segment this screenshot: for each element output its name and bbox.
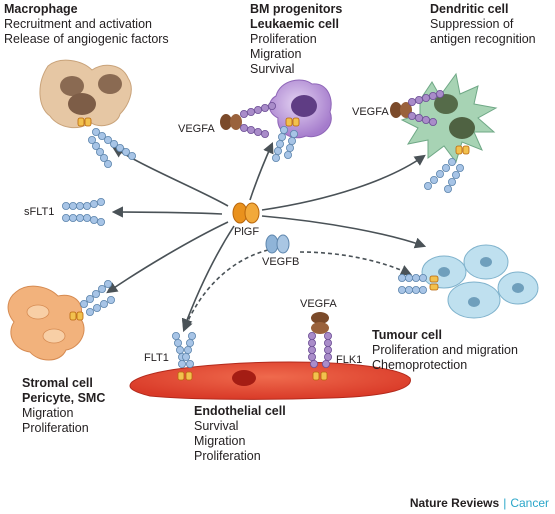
bm-title1: BM progenitors [250, 2, 343, 16]
tumour-line1: Proliferation and migration [372, 343, 518, 357]
arrow-to-sflt1 [111, 206, 223, 218]
macrophage-line1: Recruitment and activation [4, 17, 152, 31]
stromal-line1: Migration [22, 406, 74, 420]
flk1-receptor-endothelial [307, 331, 332, 368]
vegfa-ligand-bm [220, 114, 242, 130]
bm-label: BM progenitors Leukaemic cell Proliferat… [250, 2, 342, 77]
tumour-title: Tumour cell [372, 328, 442, 342]
dendritic-label: Dendritic cell Suppression of antigen re… [430, 2, 536, 47]
flt1-receptor-dendritic [407, 90, 444, 127]
vegfa-bm-label: VEGFA [178, 123, 215, 135]
macrophage-cells [39, 59, 132, 129]
dashed-arrow-vegfb-tumour [299, 251, 413, 276]
tumour-label: Tumour cell Proliferation and migration … [372, 328, 518, 373]
bm-line2: Migration [250, 47, 302, 61]
endothelial-cell [129, 361, 411, 400]
bm-line1: Proliferation [250, 32, 317, 46]
flt1-label: FLT1 [144, 352, 169, 364]
flt1-receptor-stromal [80, 279, 116, 316]
arrow-to-bm [249, 141, 274, 201]
flk1-label: FLK1 [336, 354, 363, 366]
macrophage-line2: Release of angiogenic factors [4, 32, 169, 46]
stromal-title2: Pericyte, SMC [22, 391, 106, 405]
bm-line3: Survival [250, 62, 295, 76]
bm-progenitor-cell [269, 79, 332, 139]
sflt1-label: sFLT1 [24, 206, 55, 218]
flt1-receptor-bm [239, 102, 276, 138]
flt1-receptor-macrophage [88, 127, 136, 168]
vegfb-ligand [265, 234, 290, 254]
arrow-to-endothelial [181, 225, 235, 331]
sflt1-receptor [62, 197, 106, 226]
tumour-line2: Chemoprotection [372, 358, 468, 372]
stromal-title1: Stromal cell [22, 376, 93, 390]
endothelial-label: Endothelial cell Survival Migration Prol… [194, 404, 286, 464]
stromal-cells [7, 285, 85, 361]
receptor-chains [62, 90, 470, 381]
arrow-to-dendritic [261, 154, 426, 211]
macrophage-title: Macrophage [4, 2, 78, 16]
vegfa-ligand-endothelial [311, 312, 329, 334]
signalling-arrows [106, 141, 427, 333]
flt1-receptor-endothelial [171, 331, 196, 368]
flt1-receptor-tumour [397, 273, 427, 294]
endothelial-line3: Proliferation [194, 449, 261, 463]
dendritic-title: Dendritic cell [430, 2, 509, 16]
endothelial-line1: Survival [194, 419, 239, 433]
stromal-line2: Proliferation [22, 421, 89, 435]
arrow-to-stromal [106, 221, 229, 294]
dendritic-line2: antigen recognition [430, 32, 536, 46]
credit-journal: Nature Reviews [409, 496, 500, 510]
tumour-cells [421, 244, 539, 319]
bm-title2: Leukaemic cell [250, 17, 339, 31]
endothelial-line2: Migration [194, 434, 246, 448]
dendritic-line1: Suppression of [430, 17, 514, 31]
vegfa-endothelial-label: VEGFA [300, 298, 337, 310]
vegfa-dendritic-label: VEGFA [352, 106, 389, 118]
plgf-label: PlGF [234, 226, 260, 238]
endothelial-title: Endothelial cell [194, 404, 286, 418]
arrow-to-tumour [261, 215, 427, 249]
dashed-arrow-vegfb-endothelial [182, 249, 269, 333]
credit-section: Cancer [510, 496, 549, 510]
stromal-label: Stromal cell Pericyte, SMC Migration Pro… [22, 376, 105, 436]
macrophage-label: Macrophage Recruitment and activation Re… [4, 2, 169, 47]
plgf-ligand [232, 202, 260, 224]
vegfb-label: VEGFB [262, 256, 300, 268]
journal-credit: Nature Reviews|Cancer [410, 496, 549, 510]
credit-separator: | [503, 496, 507, 510]
